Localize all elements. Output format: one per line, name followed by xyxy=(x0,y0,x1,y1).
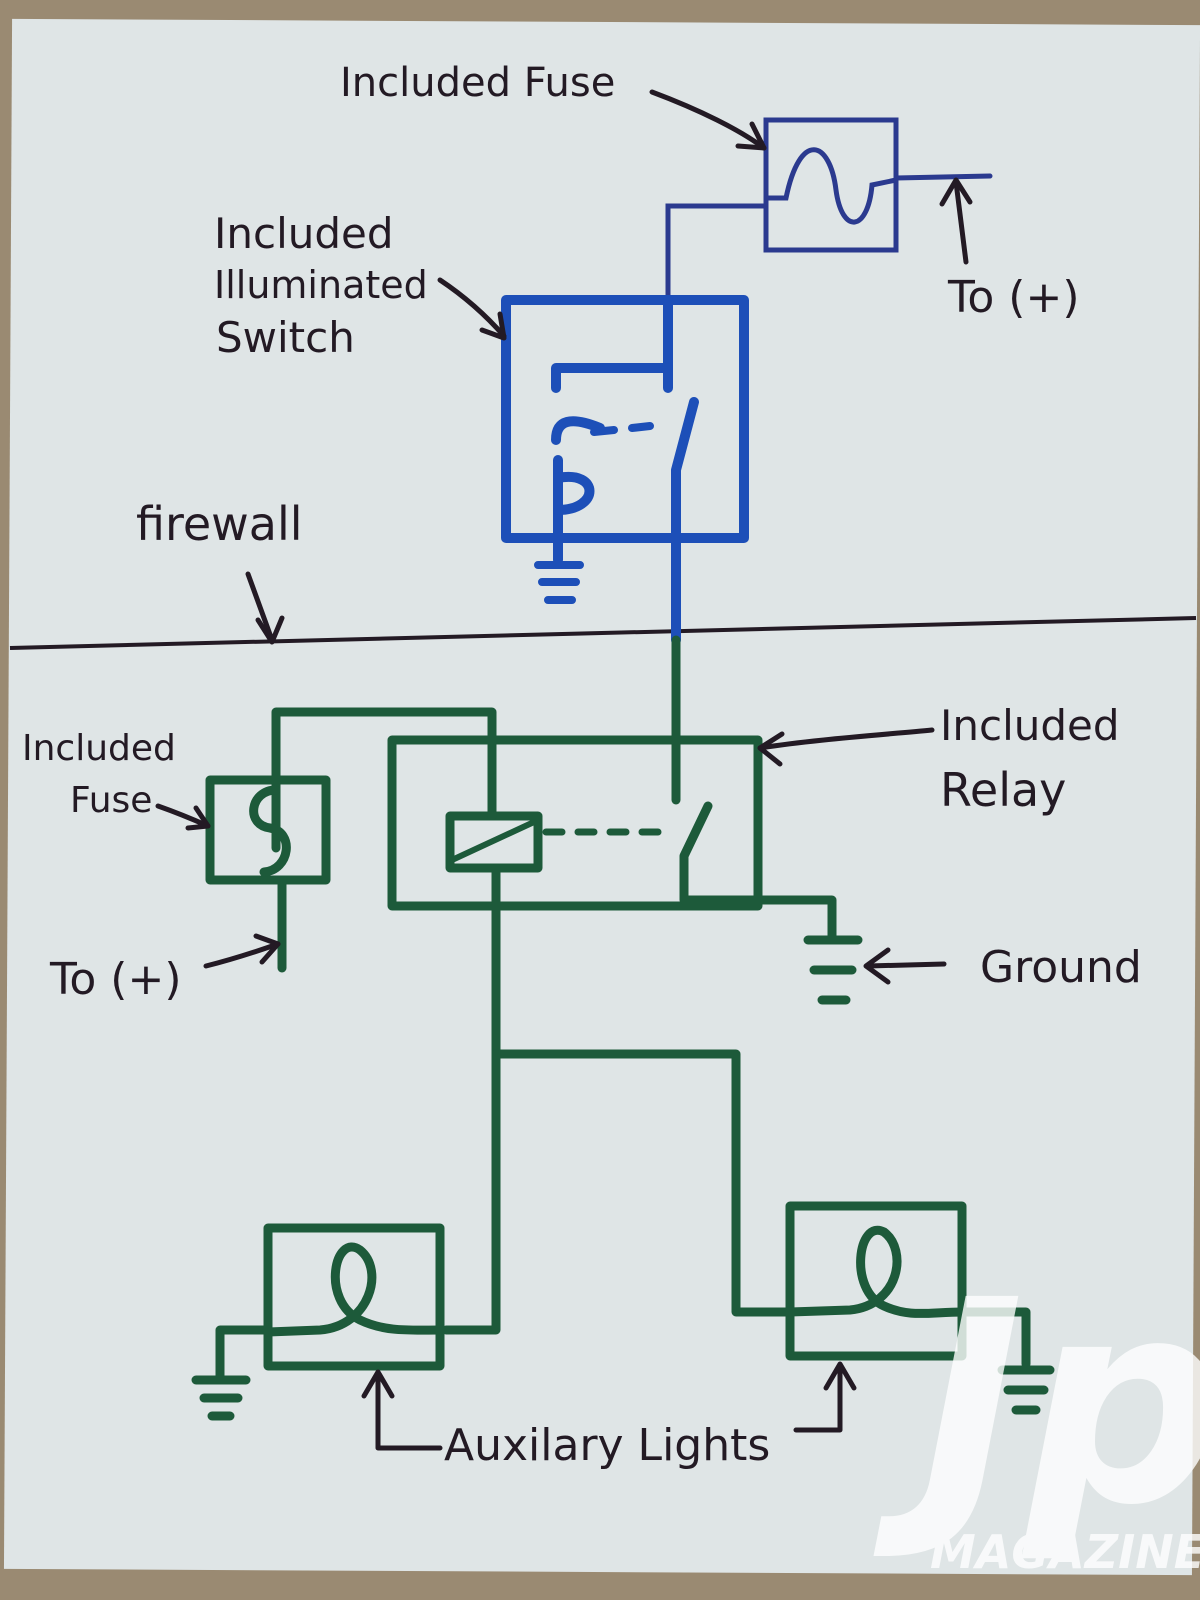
label-included-fuse-top: Included Fuse xyxy=(340,60,615,106)
label-ground: Ground xyxy=(980,942,1142,993)
label-auxiliary-lights: Auxilary Lights xyxy=(444,1420,770,1471)
label-switch-line3: Switch xyxy=(216,313,355,362)
label-firewall: firewall xyxy=(136,497,303,551)
jp-magazine-watermark: Jp MAGAZINE xyxy=(872,1241,1200,1579)
annotation-arrows xyxy=(155,89,973,1451)
watermark-logo: Jp xyxy=(872,1241,1200,1567)
label-to-plus-top: To (+) xyxy=(947,272,1080,323)
illuminated-switch-icon xyxy=(501,295,749,645)
label-switch-line2: Illuminated xyxy=(214,263,428,307)
ground-icon xyxy=(803,935,863,1005)
label-to-plus-left: To (+) xyxy=(49,954,182,1005)
lamp-left-icon xyxy=(191,1223,445,1421)
fuse-left-icon xyxy=(205,775,331,973)
label-relay-line1: Included xyxy=(940,701,1120,750)
label-fuse-left-line1: Included xyxy=(22,728,176,769)
fuse-top-icon xyxy=(665,117,993,303)
paper-sheet xyxy=(3,18,1200,1576)
lamp-right-icon xyxy=(785,1201,1055,1415)
labels: Included Fuse To (+) Included Illuminate… xyxy=(22,60,1142,1471)
label-relay-line2: Relay xyxy=(940,763,1066,817)
label-fuse-left-line2: Fuse xyxy=(70,780,152,821)
watermark-magazine: MAGAZINE xyxy=(930,1525,1200,1579)
firewall-line xyxy=(9,616,1197,650)
label-switch-line1: Included xyxy=(214,209,394,258)
